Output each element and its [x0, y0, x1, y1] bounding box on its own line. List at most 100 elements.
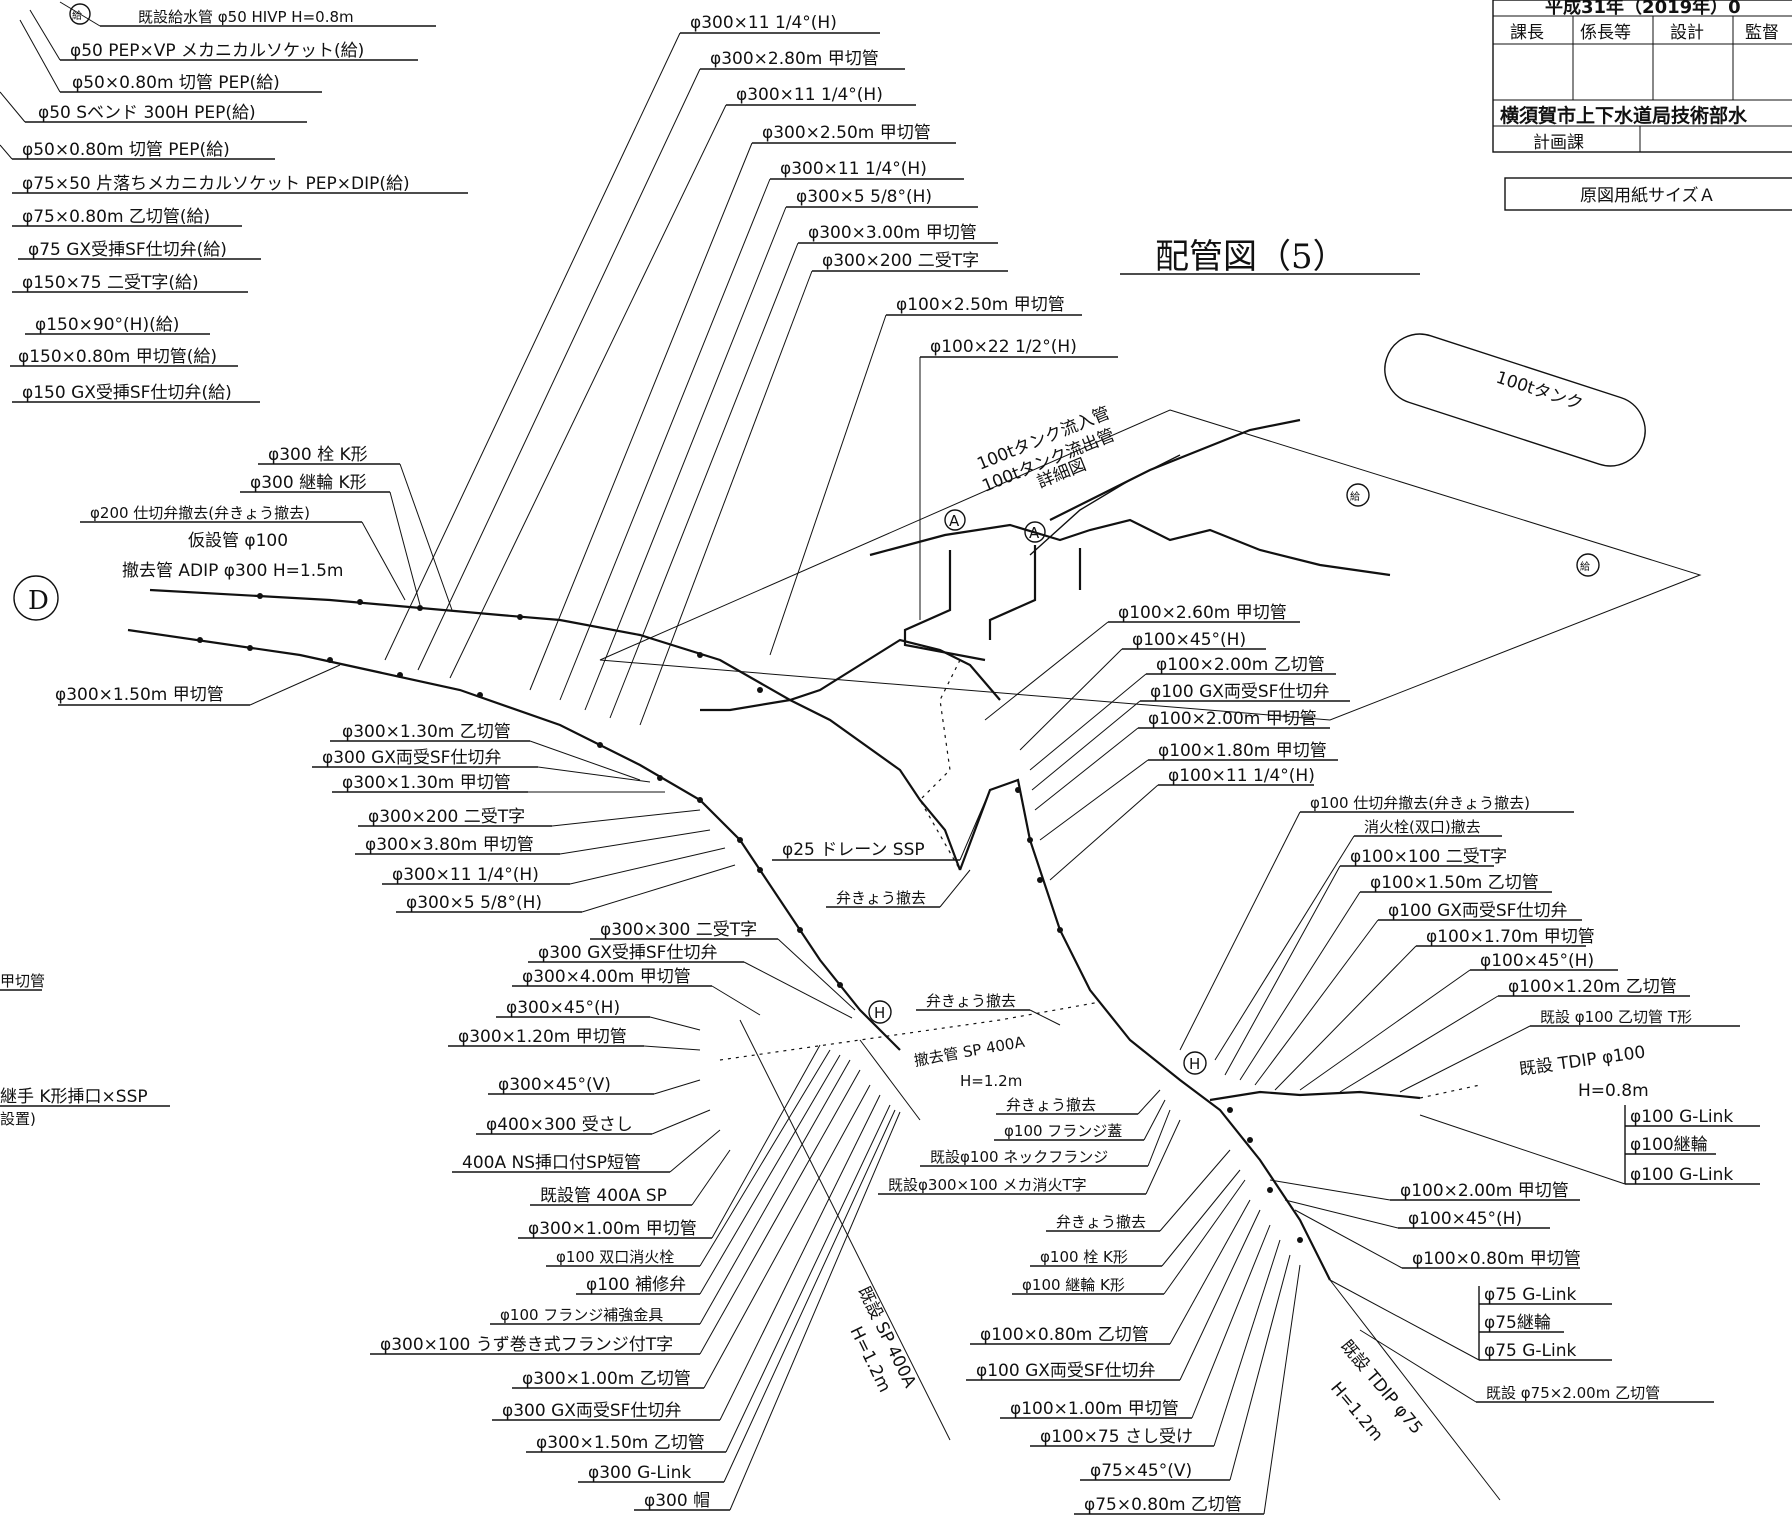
center-left-label-3: φ300×1.30m 甲切管	[342, 773, 511, 793]
top-label-7: φ300×3.00m 甲切管	[808, 223, 977, 243]
left-label-4: φ50 Sベンド 300H PEP(給)	[38, 103, 256, 123]
mid-left-label-6: φ300×1.50m 甲切管	[55, 685, 224, 705]
lower-right-label-3: φ100 G-Link	[1630, 1107, 1733, 1127]
main-pipe-300	[127, 588, 962, 1121]
left-label-stack: 給 既設給水管 φ50 HIVP H=0.8m φ50 PEP×VP メカニカル…	[10, 3, 468, 403]
center-left-labels: φ300×1.30m 乙切管 φ300 GX両受SF仕切弁 φ300×1.30m…	[312, 722, 736, 913]
lower-left-labels: φ300×300 二受T字 φ300 GX受挿SF仕切弁 φ300×4.00m …	[370, 920, 901, 1511]
right-mid-label-6: φ100×1.80m 甲切管	[1158, 741, 1327, 761]
center-left-label-6: φ300×11 1/4°(H)	[392, 865, 539, 885]
center-left-label-7: φ300×5 5/8°(H)	[406, 893, 542, 913]
right-mid-label-4: φ100 GX両受SF仕切弁	[1150, 682, 1329, 702]
center-label-drain: φ25 ドレーン SSP	[782, 840, 925, 860]
lower-mid-label-12: φ75×45°(V)	[1090, 1461, 1192, 1481]
lower-mid-label-7: φ100 継輪 K形	[1022, 1276, 1125, 1294]
left-label-2: φ50 PEP×VP メカニカルソケット(給)	[70, 41, 364, 61]
right-mid-label-1: φ100×2.60m 甲切管	[1118, 603, 1287, 623]
lower-left-label-17: φ300×1.50m 乙切管	[536, 1433, 705, 1453]
paper-size: 原図用紙サイズＡ	[1580, 186, 1716, 206]
lower-left-label-2: φ300 GX受挿SF仕切弁	[538, 943, 717, 963]
lower-mid-label-6: φ100 栓 K形	[1040, 1248, 1128, 1266]
tank-outline	[1384, 333, 1646, 467]
center-left-label-1: φ300×1.30m 乙切管	[342, 722, 511, 742]
left-label-11: φ150×0.80m 甲切管(給)	[18, 347, 217, 367]
lower-left-label-11: φ100 双口消火栓	[556, 1248, 674, 1266]
right-mid-label-16: 既設 φ100 乙切管 T形	[1540, 1008, 1692, 1026]
right-mid-label-2: φ100×45°(H)	[1132, 630, 1246, 650]
right-mid-labels: φ100×2.60m 甲切管 φ100×45°(H) φ100×2.00m 乙切…	[984, 603, 1740, 1093]
pipe-joint-marks	[197, 593, 1303, 1243]
tank-name: 100tタンク	[1493, 368, 1585, 415]
lower-left-label-16: φ300 GX両受SF仕切弁	[502, 1401, 681, 1421]
lower-mid-label-2: φ100 フランジ蓋	[1004, 1122, 1122, 1140]
top-label-9: φ100×2.50m 甲切管	[896, 295, 1065, 315]
top-label-8: φ300×200 二受T字	[822, 251, 979, 271]
lower-mid-label-3: 既設φ100 ネックフランジ	[930, 1148, 1108, 1166]
h-marker-1: H	[874, 1004, 885, 1022]
left-label-5: φ50×0.80m 切管 PEP(給)	[22, 140, 230, 160]
center-left-label-5: φ300×3.80m 甲切管	[365, 835, 534, 855]
top-label-4: φ300×2.50m 甲切管	[762, 123, 931, 143]
lower-right-label-11: φ75 G-Link	[1484, 1341, 1577, 1361]
center-label-benkyo-2: 弁きょう撤去	[926, 992, 1016, 1010]
lower-mid-label-4: 既設φ300×100 メカ消火T字	[888, 1176, 1087, 1194]
top-label-6: φ300×5 5/8°(H)	[796, 187, 932, 207]
top-label-leaders	[384, 32, 921, 726]
lower-left-label-4: φ300×45°(H)	[506, 998, 620, 1018]
center-label-benkyo-1: 弁きょう撤去	[836, 889, 926, 907]
lower-right-labels: 既設 TDIP φ100 H=0.8m φ100 G-Link φ100継輪 φ…	[1269, 1042, 1760, 1403]
right-mid-label-12: φ100 GX両受SF仕切弁	[1388, 901, 1567, 921]
lower-mid-label-11: φ100×75 さし受け	[1040, 1427, 1193, 1447]
section-name: 計画課	[1533, 133, 1584, 153]
left-label-6: φ75×50 片落ちメカニカルソケット PEP×DIP(給)	[22, 174, 410, 194]
lower-left-label-13: φ100 フランジ補強金具	[500, 1306, 663, 1324]
left-label-10: φ150×90°(H)(給)	[35, 315, 179, 335]
role-kantoku: 監督	[1745, 23, 1779, 43]
mid-left-label-1: φ300 栓 K形	[268, 445, 368, 465]
left-label-1: 既設給水管 φ50 HIVP H=0.8m	[138, 8, 354, 26]
top-label-stack: φ300×11 1/4°(H) φ300×2.80m 甲切管 φ300×11 1…	[680, 13, 1118, 358]
lower-left-label-19: φ300 帽	[644, 1491, 710, 1511]
title-block-year: 平成31年（2019年）0	[1545, 0, 1741, 18]
lower-right-label-5: φ100 G-Link	[1630, 1165, 1733, 1185]
right-mid-label-14: φ100×45°(H)	[1480, 951, 1594, 971]
mid-left-label-5: 撤去管 ADIP φ300 H=1.5m	[122, 561, 343, 581]
right-mid-label-11: φ100×1.50m 乙切管	[1370, 873, 1539, 893]
lower-left-label-5: φ300×1.20m 甲切管	[458, 1027, 627, 1047]
org-name: 横須賀市上下水道局技術部水	[1500, 104, 1748, 127]
center-labels: φ25 ドレーン SSP 弁きょう撤去 弁きょう撤去 撤去管 SP 400A H…	[719, 789, 1207, 1090]
top-label-2: φ300×2.80m 甲切管	[710, 49, 879, 69]
top-label-1: φ300×11 1/4°(H)	[690, 13, 837, 33]
lower-left-label-18: φ300 G-Link	[588, 1463, 691, 1483]
edge-left-label-1: 甲切管	[0, 972, 45, 990]
top-label-3: φ300×11 1/4°(H)	[736, 85, 883, 105]
role-sekkei: 設計	[1670, 23, 1704, 43]
mid-left-label-4: 仮設管 φ100	[188, 531, 288, 551]
kyu-marker-2: 給	[1580, 560, 1590, 573]
lower-right-label-10: φ75継輪	[1484, 1313, 1551, 1333]
top-label-10: φ100×22 1/2°(H)	[930, 337, 1077, 357]
role-kakaricho: 係長等	[1580, 23, 1631, 43]
right-mid-label-3: φ100×2.00m 乙切管	[1156, 655, 1325, 675]
lower-mid-label-13: φ75×0.80m 乙切管	[1084, 1495, 1242, 1515]
lower-left-label-10: φ300×1.00m 甲切管	[528, 1219, 697, 1239]
lower-right-label-8: φ100×0.80m 甲切管	[1412, 1249, 1581, 1269]
left-stack-leaders	[0, 1, 101, 160]
right-mid-label-8: φ100 仕切弁撤去(弁きょう撤去)	[1310, 794, 1530, 812]
lower-right-label-7: φ100×45°(H)	[1408, 1209, 1522, 1229]
left-label-3: φ50×0.80m 切管 PEP(給)	[72, 73, 280, 93]
right-mid-label-5: φ100×2.00m 甲切管	[1148, 709, 1317, 729]
edge-left-labels: 甲切管 継手 K形挿口×SSP 設置)	[0, 972, 170, 1128]
right-mid-label-13: φ100×1.70m 甲切管	[1426, 927, 1595, 947]
d-marker: D	[28, 586, 49, 616]
lower-right-label-1: 既設 TDIP φ100	[1518, 1042, 1647, 1080]
branch-pipe-100	[700, 638, 1481, 1281]
right-mid-label-15: φ100×1.20m 乙切管	[1508, 977, 1677, 997]
lower-left-label-14: φ300×100 うず巻き式フランジ付T字	[380, 1335, 673, 1355]
mid-left-label-2: φ300 継輪 K形	[250, 473, 367, 493]
lower-right-label-2: H=0.8m	[1578, 1081, 1649, 1101]
edge-left-label-2: 継手 K形挿口×SSP	[0, 1087, 148, 1107]
lower-mid-label-1: 弁きょう撤去	[1006, 1096, 1096, 1114]
title-block: 平成31年（2019年）0 課長 係長等 設計 監督 横須賀市上下水道局技術部水…	[1492, 0, 1792, 211]
